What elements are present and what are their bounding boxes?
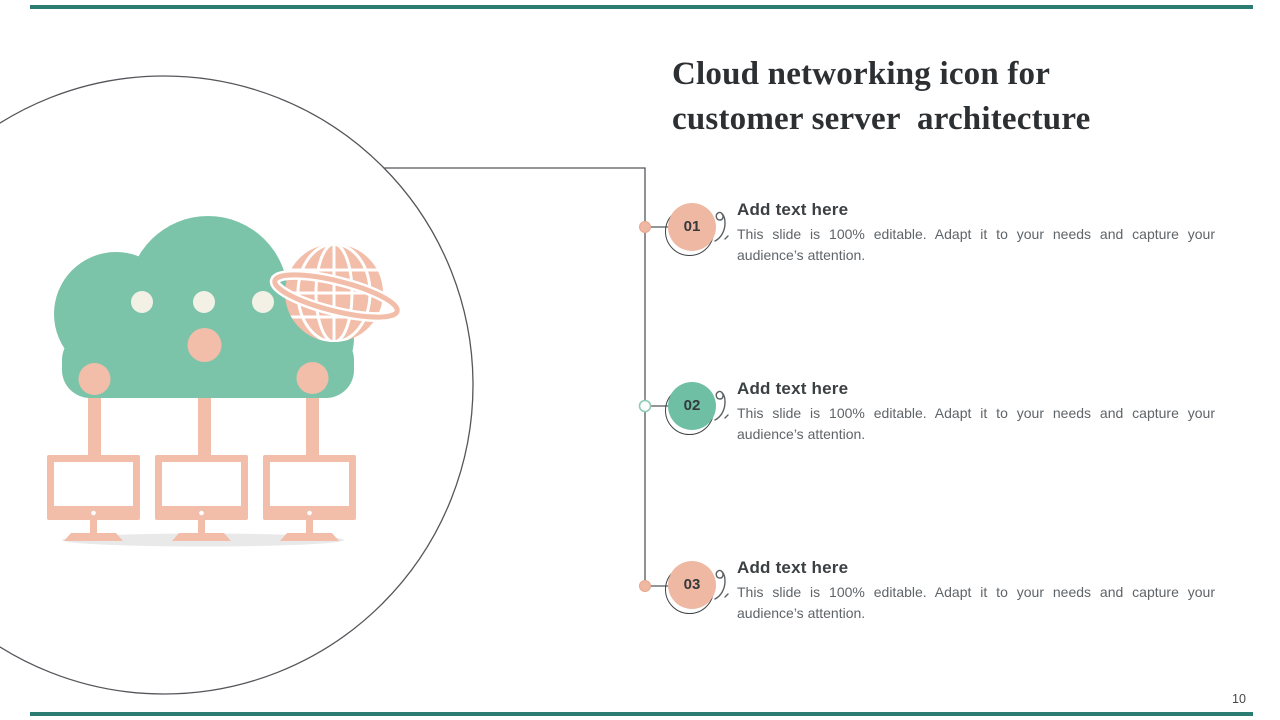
- step-dot-3: [639, 580, 651, 592]
- step-dot-2: [638, 399, 652, 413]
- monitor-icon: [47, 455, 140, 541]
- list-item: 03 Add text here This slide is 100% edit…: [665, 558, 1228, 641]
- item-body: This slide is 100% editable. Adapt it to…: [737, 226, 1215, 263]
- bottom-accent-bar: [30, 712, 1253, 716]
- connector-line: [384, 167, 646, 586]
- monitor-icon: [155, 455, 248, 541]
- monitor-icons: [47, 455, 356, 541]
- list-item: 01 Add text here This slide is 100% edit…: [665, 200, 1228, 283]
- top-accent-bar: [30, 5, 1253, 9]
- list-item: 02 Add text here This slide is 100% edit…: [665, 379, 1228, 462]
- cloud-network-illustration: [0, 75, 669, 695]
- network-node-icon: [78, 328, 329, 395]
- monitor-icon: [263, 455, 356, 541]
- item-body: This slide is 100% editable. Adapt it to…: [737, 405, 1215, 442]
- cloud-dots: [131, 291, 274, 313]
- item-heading: Add text here: [737, 200, 849, 219]
- item-heading: Add text here: [737, 379, 849, 398]
- item-body: This slide is 100% editable. Adapt it to…: [737, 584, 1215, 621]
- step-number-badge: 02: [668, 382, 716, 430]
- slide-title: Cloud networking icon for customer serve…: [672, 56, 1091, 137]
- globe-icon: [269, 244, 403, 342]
- orbit-ring: [269, 269, 403, 323]
- outline-circle: [0, 75, 474, 695]
- curl-decoration-icon: [714, 211, 729, 242]
- step-dot-1: [639, 221, 651, 233]
- item-heading: Add text here: [737, 558, 849, 577]
- step-number-badge: 03: [668, 561, 716, 609]
- page-number: 10: [1232, 692, 1246, 706]
- curl-decoration-icon: [714, 390, 729, 421]
- curl-decoration-icon: [714, 569, 729, 600]
- step-number-badge: 01: [668, 203, 716, 251]
